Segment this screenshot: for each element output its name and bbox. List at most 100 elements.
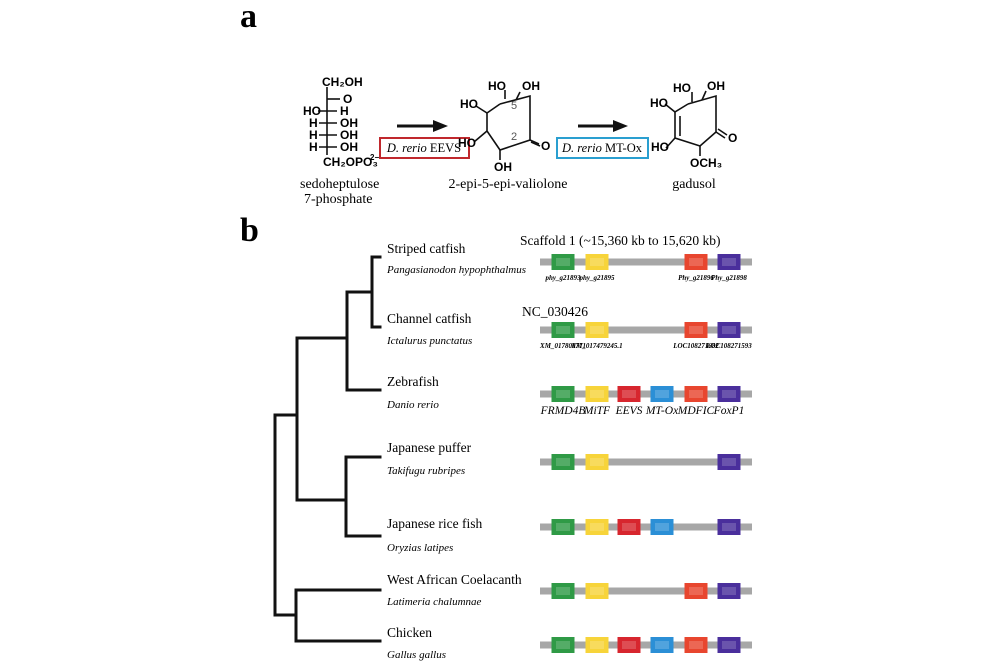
gene-block-highlight xyxy=(722,458,736,466)
species-labels: Striped catfish Pangasianodon hypophthal… xyxy=(386,241,526,661)
gene-name-label: MiTF xyxy=(583,405,611,417)
gene-block-frmd4b xyxy=(551,254,575,270)
substrate-atom: OH xyxy=(340,116,358,130)
gene-block-highlight xyxy=(590,390,604,398)
gene-block-highlight xyxy=(556,458,570,466)
gene-accession-label: Phy_g21896 xyxy=(678,274,714,282)
product-structure: HO OH HO HO O OCH₃ xyxy=(650,79,737,170)
gene-block-highlight xyxy=(590,587,604,595)
substrate-atom: OH xyxy=(340,128,358,142)
gene-block-foxp1 xyxy=(717,254,741,270)
gene-block-eevs xyxy=(617,386,641,402)
gene-block-mitf xyxy=(585,519,609,535)
substrate-atom: H xyxy=(340,104,349,118)
gene-block-highlight xyxy=(590,258,604,266)
synteny-row xyxy=(540,583,752,599)
gene-block-mdfic xyxy=(684,322,708,338)
chromosome-segment xyxy=(540,258,752,266)
gene-block-highlight xyxy=(655,390,669,398)
gene-block-highlight xyxy=(622,523,636,531)
substrate-atom: CH₂OPO₃ xyxy=(323,155,378,169)
svg-text:D. rerio MT-Ox: D. rerio MT-Ox xyxy=(561,141,643,155)
gene-block-frmd4b xyxy=(551,322,575,338)
species-common-name: Zebrafish xyxy=(387,374,439,389)
reaction-arrow-2 xyxy=(578,120,628,132)
gene-block-foxp1 xyxy=(717,519,741,535)
synteny-row xyxy=(540,637,752,653)
substrate-caption: sedoheptulose xyxy=(300,177,379,192)
gene-block-highlight xyxy=(722,390,736,398)
species-latin-name: Latimeria chalumnae xyxy=(386,596,482,608)
gene-block-highlight xyxy=(689,641,703,649)
product-atom: HO xyxy=(650,96,668,110)
gene-block-highlight xyxy=(722,523,736,531)
gene-block-mitf xyxy=(585,637,609,653)
gene-block-highlight xyxy=(722,587,736,595)
gene-block-mitf xyxy=(585,583,609,599)
gene-accession-label: LOC108271682 xyxy=(672,342,719,350)
gene-block-highlight xyxy=(722,326,736,334)
gene-block-highlight xyxy=(556,523,570,531)
species-common-name: Japanese puffer xyxy=(387,440,472,455)
accession-header: NC_030426 xyxy=(522,304,588,319)
gene-block-mitf xyxy=(585,254,609,270)
intermediate-atom: O xyxy=(541,139,550,153)
intermediate-caption: 2-epi-5-epi-valiolone xyxy=(449,177,568,192)
gene-block-highlight xyxy=(622,390,636,398)
gene-block-eevs xyxy=(617,637,641,653)
product-caption: gadusol xyxy=(672,177,716,192)
gene-block-highlight xyxy=(722,641,736,649)
gene-block-highlight xyxy=(590,458,604,466)
gene-block-frmd4b xyxy=(551,583,575,599)
synteny-row xyxy=(540,454,752,470)
intermediate-structure: HO OH HO HO O OH 5 2 xyxy=(458,79,550,174)
gene-accession-label: XM_017479245.1 xyxy=(570,342,622,350)
gene-block-mt-ox xyxy=(650,519,674,535)
panel-a-label: a xyxy=(240,0,257,35)
product-atom: HO xyxy=(673,81,691,95)
species-latin-name: Oryzias latipes xyxy=(387,542,453,554)
gene-name-label: MDFIC xyxy=(677,405,715,417)
gene-block-mdfic xyxy=(684,583,708,599)
substrate-charge: 2− xyxy=(370,153,379,162)
gene-block-highlight xyxy=(689,326,703,334)
gene-block-highlight xyxy=(689,587,703,595)
gene-block-mitf xyxy=(585,322,609,338)
svg-text:D. rerio EEVS: D. rerio EEVS xyxy=(386,141,461,155)
chromosome-segment xyxy=(540,326,752,334)
substrate-atom: H xyxy=(309,140,318,154)
gene-block-foxp1 xyxy=(717,386,741,402)
product-atom: HO xyxy=(651,140,669,154)
gene-block-mt-ox xyxy=(650,637,674,653)
gene-accession-label: LOC108271593 xyxy=(705,342,752,350)
species-common-name: West African Coelacanth xyxy=(387,572,522,587)
chromosome-segment xyxy=(540,523,752,531)
substrate-caption: 7-phosphate xyxy=(304,192,372,207)
gene-accession-label: XM_017800771 xyxy=(539,342,586,350)
gene-name-label: MT-Ox xyxy=(645,405,679,417)
carbon-number: 5 xyxy=(511,100,517,112)
chromosome-segment xyxy=(540,587,752,595)
gene-name-label: EEVS xyxy=(615,405,643,417)
species-common-name: Japanese rice fish xyxy=(387,516,482,531)
gene-accession-label: phy_g21893 xyxy=(545,274,582,282)
gene-name-label: FoxP1 xyxy=(713,405,745,417)
gene-block-mdfic xyxy=(684,637,708,653)
gene-accession-label: phy_g21895 xyxy=(579,274,616,282)
enzyme-name: MT-Ox xyxy=(605,141,643,155)
gene-block-highlight xyxy=(722,258,736,266)
phylogenetic-tree xyxy=(273,255,382,643)
gene-block-foxp1 xyxy=(717,322,741,338)
gene-block-highlight xyxy=(556,326,570,334)
gene-block-highlight xyxy=(655,641,669,649)
enzyme-species: D. rerio xyxy=(386,141,427,155)
scaffold-header: Scaffold 1 (~15,360 kb to 15,620 kb) xyxy=(520,233,721,248)
gene-block-highlight xyxy=(689,258,703,266)
species-latin-name: Ictalurus punctatus xyxy=(386,335,472,347)
substrate-atom: H xyxy=(309,128,318,142)
substrate-atom: OH xyxy=(340,140,358,154)
enzyme-mtox-box: D. rerio MT-Ox xyxy=(556,137,649,159)
gene-name-label: FRMD4B xyxy=(540,405,586,417)
